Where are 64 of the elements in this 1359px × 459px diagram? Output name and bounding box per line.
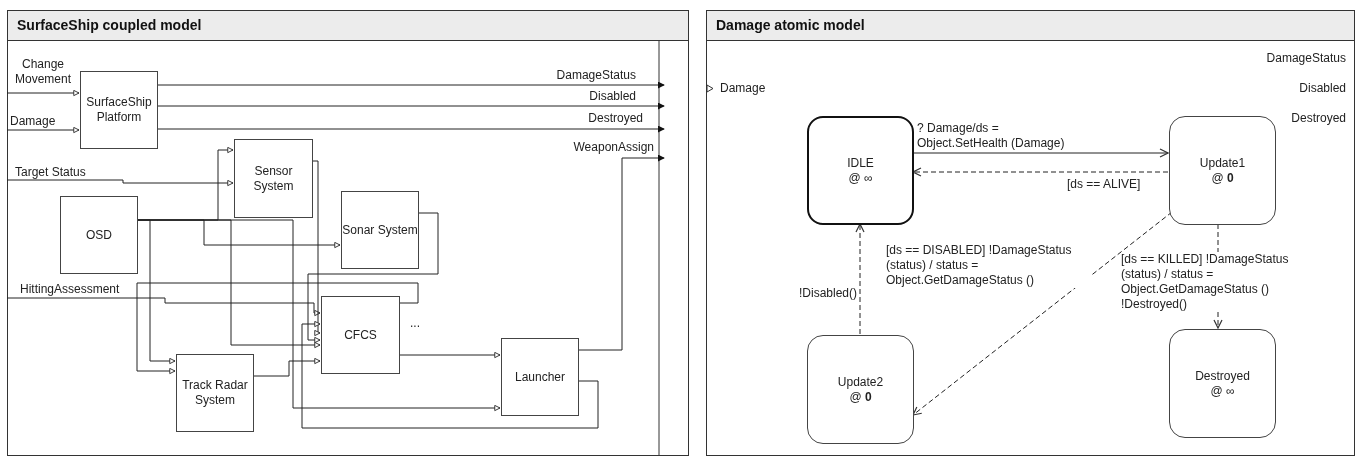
port-label: Change Movement (14, 57, 72, 87)
signal-arrow (252, 357, 321, 377)
node-name: OSD (86, 227, 112, 243)
node-name: CFCS (344, 327, 377, 343)
signal-arrow (156, 125, 665, 133)
time-advance: @ 0 (1211, 170, 1234, 186)
signal-arrow (6, 179, 234, 187)
node-name: Sensor System (252, 163, 295, 194)
port-label: Damage (10, 114, 56, 129)
time-advance: @ 0 (849, 389, 872, 405)
signal-arrow (301, 320, 599, 429)
transition-arrow (912, 167, 1169, 177)
model-block (60, 196, 138, 274)
port-label: Destroyed (1291, 111, 1346, 126)
node-name: Destroyed (1195, 368, 1250, 384)
node-name: Track Radar System (181, 378, 249, 408)
time-advance: @ ∞ (1210, 383, 1235, 399)
state-box (807, 335, 914, 444)
state-box (1169, 116, 1276, 225)
port-label: DamageStatus (1266, 51, 1346, 66)
port-label: DamageStatus (556, 68, 636, 83)
model-panel (706, 10, 1355, 456)
transition-arrow (855, 223, 865, 335)
model-block (341, 191, 419, 269)
signal-arrow (136, 282, 419, 375)
node-name: IDLE (847, 155, 874, 171)
signal-arrow (311, 160, 321, 337)
model-panel (7, 10, 689, 456)
model-block (80, 71, 158, 149)
model-block (176, 354, 254, 432)
port-label: Damage (720, 81, 766, 96)
signal-arrow (398, 351, 501, 359)
port-label: Target Status (15, 165, 86, 180)
node-name: Update1 (1199, 155, 1246, 171)
model-block (501, 338, 579, 416)
time-advance: @ ∞ (848, 170, 873, 186)
state-box (807, 116, 914, 225)
port-label: Destroyed (588, 111, 643, 126)
signal-arrow (577, 154, 665, 351)
edge-label: [ds == ALIVE] (1067, 177, 1141, 192)
port-label: HittingAssessment (20, 282, 120, 297)
model-block (321, 296, 400, 374)
state-box (1169, 329, 1276, 438)
node-name: SurfaceShip Platform (85, 95, 153, 125)
node-name: Sonar System (342, 222, 418, 238)
edge-label: [ds == DISABLED] !DamageStatus (status) / status = Object.GetDamageStatus () (886, 243, 1091, 288)
panel-title: Damage atomic model (707, 11, 1354, 41)
signal-arrow (6, 297, 321, 317)
signal-arrow (307, 212, 439, 344)
signal-arrow (136, 219, 501, 412)
signal-arrow (6, 126, 80, 134)
port-label: Disabled (1299, 81, 1346, 96)
node-name: Update2 (837, 374, 884, 390)
edge-label: !Disabled() (798, 286, 857, 301)
signal-arrow (156, 81, 665, 89)
model-block (234, 139, 313, 218)
signal-arrow (156, 102, 665, 110)
panel-title: SurfaceShip coupled model (8, 11, 688, 41)
ellipsis-label: ... (410, 316, 420, 331)
node-name: Launcher (514, 369, 565, 385)
signal-arrow (6, 89, 80, 97)
transition-arrow (912, 148, 1169, 158)
port-label: WeaponAssign (573, 140, 654, 155)
port-label: Disabled (589, 89, 636, 104)
